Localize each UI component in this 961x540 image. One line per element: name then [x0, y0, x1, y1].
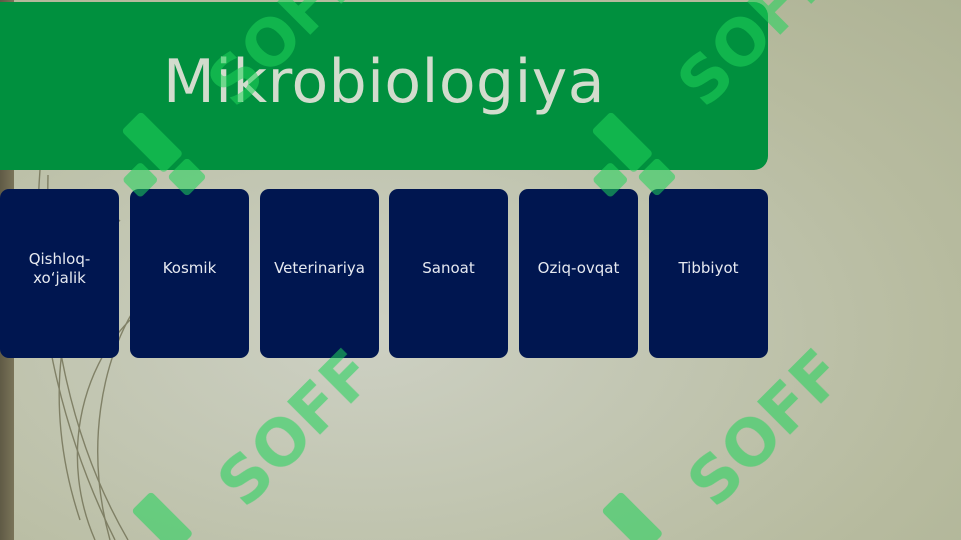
card-label: Qishloq- xo‘jalik — [28, 249, 91, 287]
slide-title: Mikrobiologiya — [162, 47, 606, 117]
card-oziq-ovqat[interactable]: Oziq-ovqat — [519, 189, 638, 358]
card-label: Oziq-ovqat — [537, 259, 620, 277]
card-label: Tibbiyot — [678, 259, 739, 277]
category-cards: Qishloq- xo‘jalik Kosmik Veterinariya Sa… — [0, 189, 768, 358]
card-sanoat[interactable]: Sanoat — [389, 189, 508, 358]
card-kosmik[interactable]: Kosmik — [130, 189, 249, 358]
card-label: Kosmik — [162, 259, 217, 277]
card-label: Veterinariya — [274, 259, 365, 277]
card-qishloq-xojalik[interactable]: Qishloq- xo‘jalik — [0, 189, 119, 358]
card-tibbiyot[interactable]: Tibbiyot — [649, 189, 768, 358]
card-veterinariya[interactable]: Veterinariya — [260, 189, 379, 358]
card-label: Sanoat — [422, 259, 475, 277]
